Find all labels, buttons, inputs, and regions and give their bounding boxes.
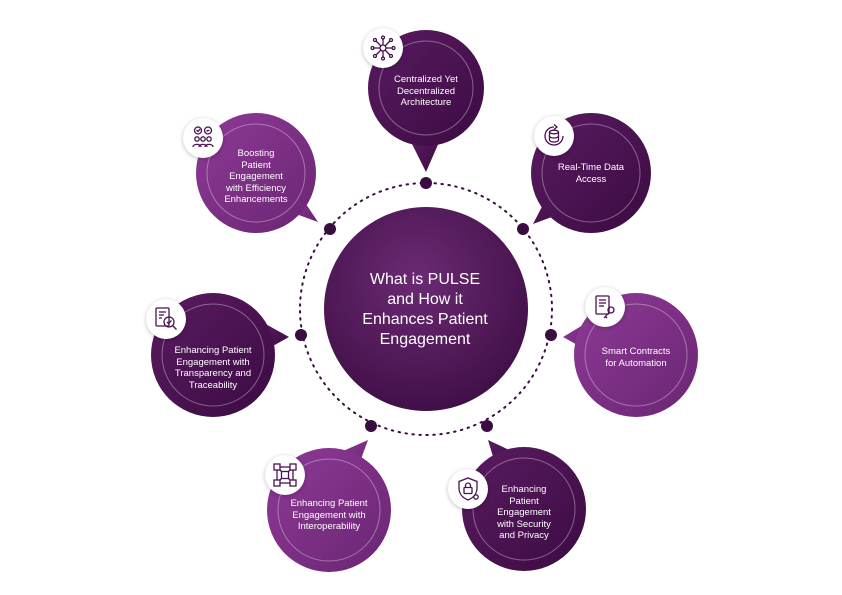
node-smart-label: Smart Contracts for Automation xyxy=(586,346,686,369)
label-line: Centralized Yet xyxy=(394,74,458,85)
label-line: Boosting xyxy=(237,148,275,159)
label-line: Enhancements xyxy=(224,194,288,205)
label-line: Smart Contracts xyxy=(601,346,671,357)
center-title: What is PULSE and How it Enhances Patien… xyxy=(330,270,520,350)
orbit-dot-top xyxy=(420,177,432,189)
center-title-line: and How it xyxy=(387,291,463,308)
label-line: Access xyxy=(575,173,607,185)
label-line: Real-Time Data xyxy=(557,162,625,173)
node-security-bubble xyxy=(462,440,586,571)
label-line: Enhancing xyxy=(501,484,547,495)
center-title-line: Engagement xyxy=(379,331,471,348)
label-line: with Security xyxy=(497,518,551,530)
orbit-dot-right xyxy=(545,329,557,341)
database-sync-icon xyxy=(534,116,574,156)
label-line: Engagement xyxy=(229,171,283,182)
node-security-label: Enhancing Patient Engagement with Securi… xyxy=(474,484,574,542)
contract-key-icon xyxy=(585,287,625,327)
orbit-dot-lower-right xyxy=(481,420,493,432)
shield-lock-icon xyxy=(448,469,488,509)
node-interop-label: Enhancing Patient Engagement with Intero… xyxy=(274,498,384,533)
orbit-dot-upper-left xyxy=(324,223,336,235)
node-centralized-label: Centralized Yet Decentralized Architectu… xyxy=(371,74,481,109)
label-line: Traceability xyxy=(188,379,238,391)
center-title-line: What is PULSE xyxy=(369,271,481,288)
label-line: Enhancing Patient xyxy=(290,498,368,509)
label-line: Patient xyxy=(241,159,271,171)
node-efficiency-label: Boosting Patient Engagement with Efficie… xyxy=(206,148,306,206)
network-nodes-icon xyxy=(363,28,403,68)
label-line: Decentralized xyxy=(396,85,456,97)
label-line: Patient xyxy=(509,495,539,507)
node-realtime-label: Real-Time Data Access xyxy=(541,162,641,185)
label-line: with Efficiency xyxy=(225,182,286,194)
label-line: Engagement with xyxy=(176,356,250,368)
people-feedback-icon xyxy=(183,118,223,158)
center-title-line: Enhances Patient xyxy=(362,311,488,328)
connected-cubes-icon xyxy=(265,455,305,495)
label-line: for Automation xyxy=(605,357,667,369)
label-line: Engagement with xyxy=(292,509,366,521)
orbit-dot-lower-left xyxy=(365,420,377,432)
node-transparency-label: Enhancing Patient Engagement with Transp… xyxy=(158,345,268,391)
label-line: Enhancing Patient xyxy=(174,345,252,356)
node-efficiency-bubble xyxy=(196,113,318,233)
label-line: Engagement xyxy=(497,507,551,518)
label-line: Transparency and xyxy=(174,368,252,379)
orbit-dot-upper-right xyxy=(517,223,529,235)
label-line: and Privacy xyxy=(499,530,549,541)
document-magnifier-icon xyxy=(146,299,186,339)
label-line: Interoperability xyxy=(297,521,361,532)
dotted-orbit-ring xyxy=(299,182,553,436)
orbit-dot-left xyxy=(295,329,307,341)
label-line: Architecture xyxy=(400,97,452,108)
center-circle xyxy=(324,207,528,411)
